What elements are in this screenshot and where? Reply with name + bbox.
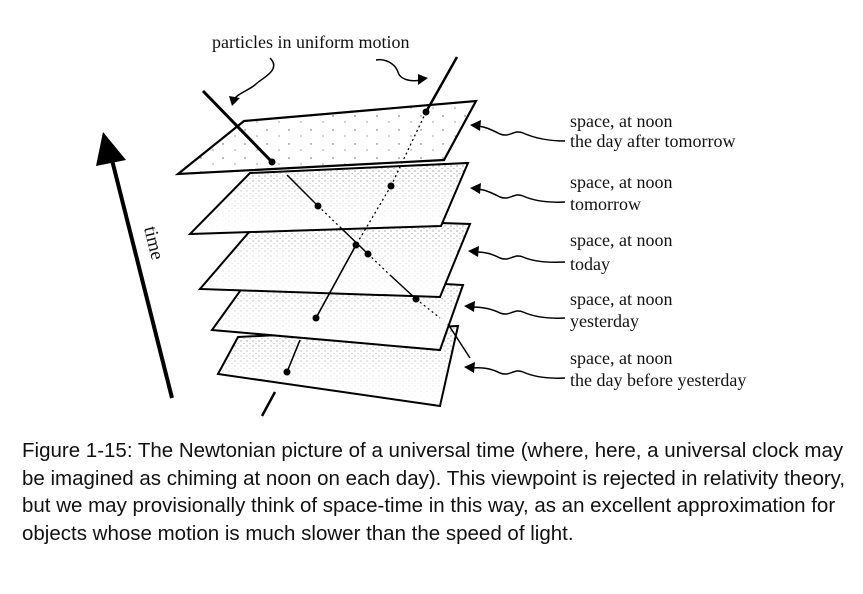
svg-text:space, at noon: space, at noon [570, 289, 672, 309]
time-axis-label: time [139, 224, 168, 262]
svg-text:the day after tomorrow: the day after tomorrow [570, 131, 735, 151]
pointer-particle-a [233, 57, 275, 101]
svg-text:space, at noon: space, at noon [570, 348, 672, 368]
figure-caption: Figure 1-15: The Newtonian picture of a … [22, 439, 846, 545]
svg-text:space, at noon: space, at noon [570, 172, 672, 192]
particle-a-worldline [201, 89, 471, 359]
plane-today [197, 215, 472, 299]
svg-text:space, at noon: space, at noon [570, 111, 672, 131]
particle-b-worldline [260, 56, 459, 417]
time-arrow [96, 132, 174, 399]
label-day-after-tomorrow: space, at noon the day after tomorrow [470, 111, 735, 151]
plane-tomorrow [187, 161, 470, 236]
svg-text:the day before yesterday: the day before yesterday [570, 370, 746, 390]
particles-label: particles in uniform motion [212, 32, 409, 52]
label-tomorrow: space, at noon tomorrow [470, 172, 672, 214]
label-yesterday: space, at noon yesterday [464, 289, 672, 331]
particle-a-events [268, 158, 420, 303]
svg-text:space, at noon: space, at noon [570, 230, 672, 250]
label-day-before-yesterday: space, at noon the day before yesterday [464, 348, 746, 390]
label-today: space, at noon today [468, 230, 672, 274]
plane-day-after-tomorrow [174, 99, 478, 176]
svg-text:tomorrow: tomorrow [570, 194, 641, 214]
svg-text:yesterday: yesterday [570, 311, 639, 331]
particle-b-events [283, 108, 430, 376]
pointer-particle-b [375, 58, 421, 82]
svg-text:today: today [570, 254, 610, 274]
spacetime-diagram: time [96, 32, 746, 417]
